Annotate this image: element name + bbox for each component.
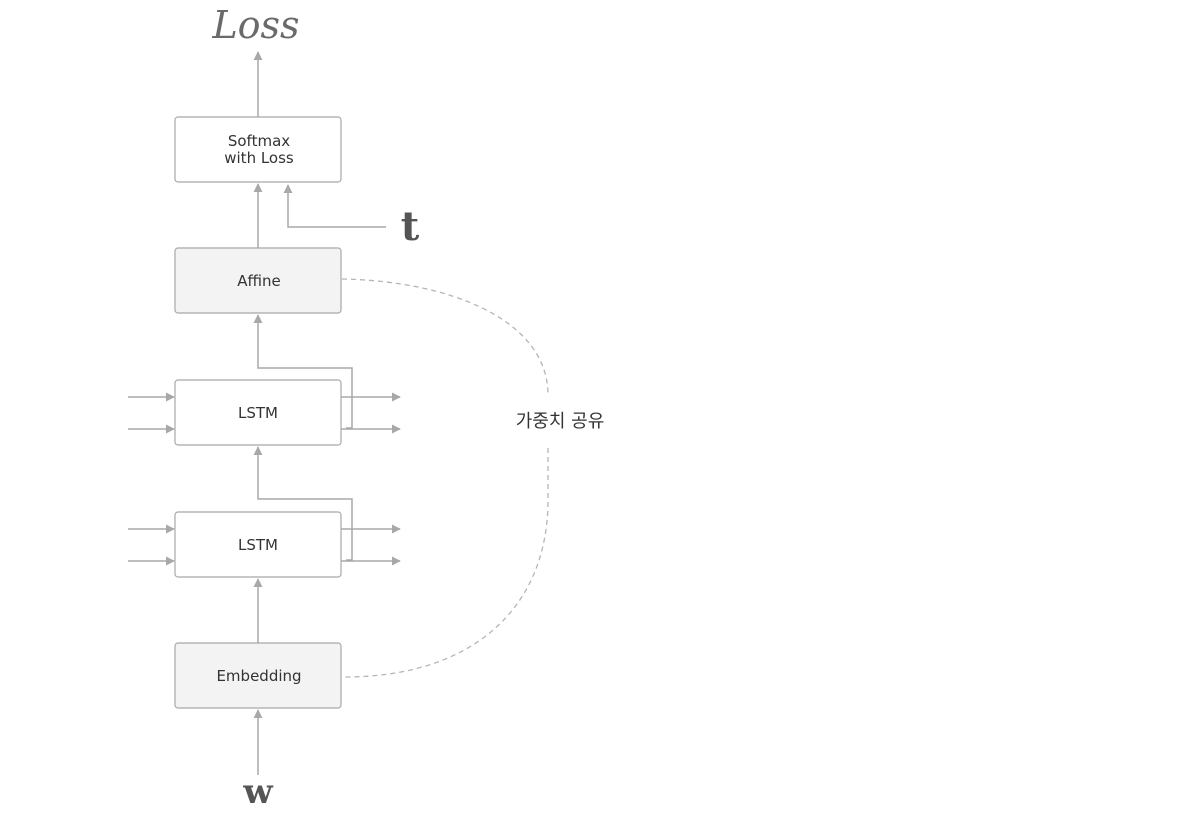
embedding-label: Embedding xyxy=(216,667,301,685)
arrow-lstm-lower-to-upper xyxy=(253,446,353,512)
lstm-lower-block: LSTM xyxy=(174,511,342,578)
lstm-upper-label: LSTM xyxy=(238,404,278,422)
arrow-lstm-upper-to-affine xyxy=(253,314,353,380)
affine-label: Affine xyxy=(237,272,281,290)
input-label: w xyxy=(242,772,273,812)
loss-label: Loss xyxy=(211,3,299,47)
softmax-label-line2: with Loss xyxy=(224,149,294,167)
affine-block: Affine xyxy=(174,247,342,314)
weight-sharing-curve-top xyxy=(341,278,549,396)
lstm-upper-block: LSTM xyxy=(174,379,342,446)
arrow-target-to-softmax xyxy=(283,184,386,228)
softmax-with-loss-block: Softmax with Loss xyxy=(174,116,342,183)
target-label: t xyxy=(401,203,420,250)
weight-sharing-label: 가중치 공유 xyxy=(516,411,605,432)
lstm-lower-label: LSTM xyxy=(238,536,278,554)
softmax-label-line1: Softmax xyxy=(228,132,290,150)
embedding-block: Embedding xyxy=(174,642,342,709)
lstm-upper-h-branch xyxy=(346,380,353,429)
lstm-lower-h-branch xyxy=(346,512,353,561)
weight-sharing-curve-bottom xyxy=(341,448,549,678)
